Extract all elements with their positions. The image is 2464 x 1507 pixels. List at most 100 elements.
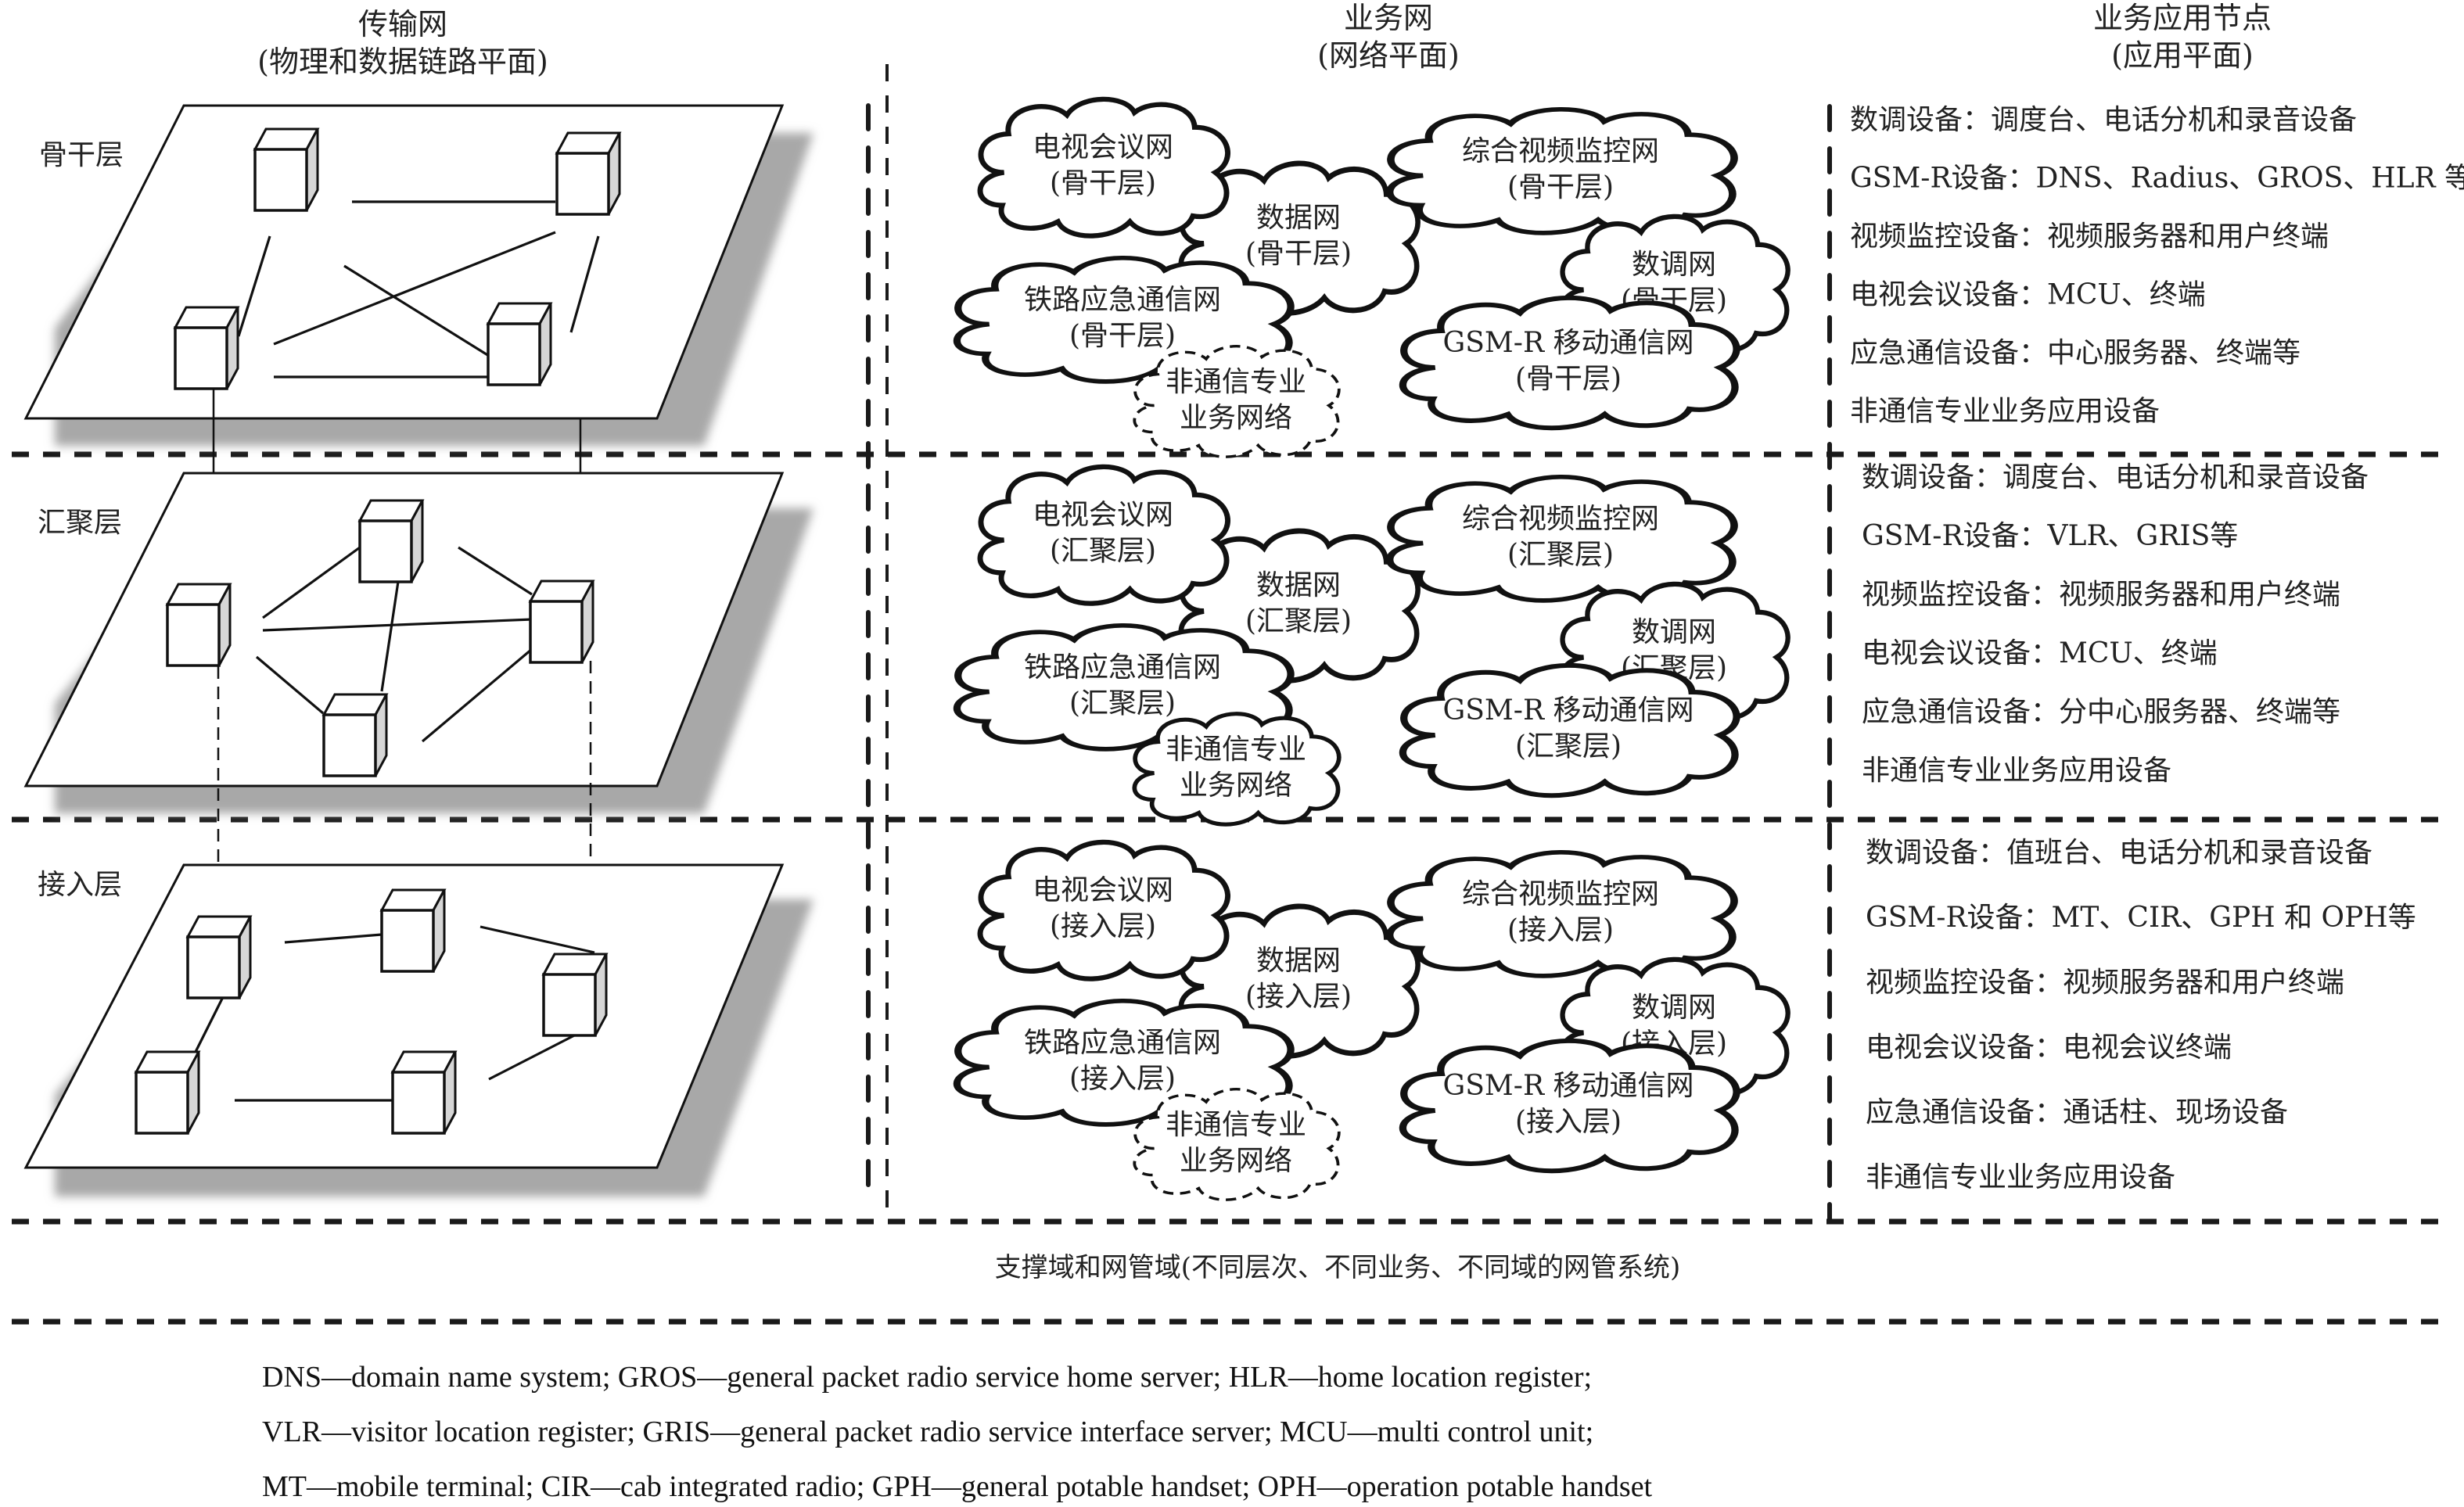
device-aggregation-1: [358, 499, 424, 583]
device-backbone-3: [174, 306, 239, 390]
cloud-gsmr-layer-1: GSM-R 移动通信网 (骨干层): [1403, 298, 1737, 428]
cloud-label: 综合视频监控网: [1462, 135, 1659, 167]
device-backbone-4: [487, 302, 552, 386]
cloud-label: (接入层): [1069, 1063, 1176, 1095]
cloud-label: 综合视频监控网: [1462, 878, 1659, 910]
header-transport: 传输网 (物理和数据链路平面): [257, 7, 548, 79]
header-application-title: 业务应用节点: [2093, 1, 2272, 35]
header-application: 业务应用节点 (应用平面): [2093, 1, 2272, 73]
application-item: 电视会议设备：电视会议终端: [1866, 1032, 2232, 1064]
device-aggregation-4: [322, 693, 388, 777]
header-service-subtitle: (网络平面): [1317, 38, 1460, 73]
cloud-label: 数调网: [1632, 616, 1716, 648]
application-item: GSM-R设备：MT、CIR、GPH 和 OPH等: [1866, 902, 2416, 934]
cloud-label: 电视会议网: [1033, 131, 1173, 163]
cloud-label: 业务网络: [1180, 1145, 1292, 1177]
cloud-label: 铁路应急通信网: [1024, 284, 1221, 316]
cloud-label: (骨干层): [1507, 171, 1614, 203]
cloud-gsmr-layer-3: GSM-R 移动通信网 (接入层): [1403, 1041, 1737, 1171]
support-domain-label: 支撑域和网管域(不同层次、不同业务、不同域的网管系统): [995, 1252, 1681, 1283]
cloud-label: (骨干层): [1515, 363, 1622, 395]
cloud-label: 数据网: [1256, 202, 1341, 234]
cloud-label: 综合视频监控网: [1462, 503, 1659, 535]
cloud-label: 数据网: [1256, 569, 1341, 601]
cloud-label: 业务网络: [1180, 402, 1292, 434]
application-item: 视频监控设备：视频服务器和用户终端: [1862, 579, 2340, 611]
cloud-label: GSM-R 移动通信网: [1443, 327, 1694, 359]
header-service-title: 业务网: [1344, 1, 1433, 35]
cloud-gsmr-layer-2: GSM-R 移动通信网(汇聚层): [1403, 666, 1737, 795]
cloud-video-layer-3: 综合视频监控网 (接入层): [1390, 852, 1734, 976]
layer-label-access: 接入层: [38, 869, 122, 901]
header-application-subtitle: (应用平面): [2111, 38, 2254, 73]
layer-label-aggregation: 汇聚层: [38, 507, 122, 539]
cloud-data-layer-2: 数据网 (汇聚层): [1181, 531, 1418, 680]
cloud-label: (汇聚层): [1050, 535, 1156, 567]
cloud-label: 非通信专业: [1166, 366, 1306, 398]
cloud-emergency-layer-2: 铁路应急通信网(汇聚层): [957, 626, 1291, 749]
cloud-label: (骨干层): [1245, 238, 1352, 270]
cloud-label: 非通信专业: [1166, 1109, 1306, 1141]
cloud-emergency-layer-3: 铁路应急通信网 (接入层): [957, 1001, 1291, 1125]
cloud-label: (接入层): [1050, 910, 1156, 942]
plane-backbone-surface: [23, 104, 785, 420]
cloud-label: 铁路应急通信网: [1024, 1027, 1221, 1059]
cloud-data-layer-1: 数据网 (骨干层): [1181, 163, 1418, 313]
application-item: 视频监控设备：视频服务器和用户终端: [1866, 967, 2344, 999]
cloud-label: (接入层): [1507, 914, 1614, 946]
header-transport-subtitle: (物理和数据链路平面): [257, 45, 548, 79]
application-item: 数调设备：调度台、电话分机和录音设备: [1862, 461, 2369, 493]
service-network-clouds: 数据网(骨干层)电视会议网(骨干层)综合视频监控网(骨干层)数调网(骨干层)铁路…: [957, 99, 1788, 1202]
plane-access: 接入层: [23, 863, 814, 1197]
application-item: 电视会议设备：MCU、终端: [1850, 279, 2206, 311]
device-access-1: [186, 915, 252, 999]
cloud-label: 数调网: [1632, 992, 1716, 1024]
cloud-data-layer-3: 数据网(接入层): [1181, 906, 1418, 1056]
header-service: 业务网 (网络平面): [1317, 1, 1460, 73]
device-backbone-2: [555, 131, 621, 216]
cloud-label: 电视会议网: [1033, 874, 1173, 906]
cloud-emergency-layer-1: 铁路应急通信网(骨干层): [957, 258, 1291, 382]
application-item: 非通信专业业务应用设备: [1862, 755, 2171, 787]
device-backbone-1: [253, 127, 319, 212]
cloud-label: (接入层): [1515, 1106, 1622, 1138]
cloud-tv-layer-1: 电视会议网(骨干层): [980, 99, 1228, 236]
cloud-tv-layer-2: 电视会议网 (汇聚层): [980, 467, 1228, 604]
cloud-label: GSM-R 移动通信网: [1443, 1070, 1694, 1102]
footnote-line-3: MT—mobile terminal; CIR—cab integrated r…: [262, 1470, 1653, 1503]
cloud-video-layer-1: 综合视频监控网 (骨干层): [1390, 109, 1734, 233]
cloud-label: (汇聚层): [1515, 730, 1622, 762]
application-item: 电视会议设备：MCU、终端: [1862, 637, 2218, 669]
device-aggregation-2: [166, 583, 232, 667]
footnote-line-2: VLR—visitor location register; GRIS—gene…: [262, 1416, 1593, 1448]
layer-label-backbone: 骨干层: [39, 139, 124, 171]
application-item: 数调设备：值班台、电话分机和录音设备: [1866, 837, 2372, 869]
footnote-line-1: DNS—domain name system; GROS—general pac…: [262, 1361, 1592, 1394]
cloud-dispatch-layer-3: 数调网(接入层): [1562, 960, 1788, 1096]
device-access-5: [391, 1050, 457, 1135]
application-nodes: 数调设备：调度台、电话分机和录音设备GSM-R设备：DNS、Radius、GRO…: [1850, 104, 2464, 1193]
cloud-video-layer-2: 综合视频监控网 (汇聚层): [1390, 477, 1734, 601]
cloud-label: 电视会议网: [1033, 499, 1173, 531]
plane-backbone: 骨干层: [23, 104, 814, 446]
application-item: 数调设备：调度台、电话分机和录音设备: [1850, 104, 2357, 136]
plane-aggregation-surface: [23, 472, 785, 788]
cloud-dispatch-layer-2: 数调网(汇聚层): [1562, 584, 1788, 721]
application-item: 应急通信设备：中心服务器、终端等: [1850, 337, 2301, 369]
application-item: 非通信专业业务应用设备: [1866, 1161, 2175, 1193]
cloud-label: 铁路应急通信网: [1024, 651, 1221, 684]
application-item: 非通信专业业务应用设备: [1850, 396, 2160, 428]
application-item: 应急通信设备：分中心服务器、终端等: [1862, 696, 2340, 728]
cloud-label: 数据网: [1256, 945, 1341, 977]
cloud-tv-layer-3: 电视会议网 (接入层): [980, 842, 1228, 979]
device-access-3: [542, 953, 608, 1037]
application-item: 应急通信设备：通话柱、现场设备: [1866, 1096, 2288, 1128]
cloud-label: (汇聚层): [1507, 539, 1614, 571]
cloud-label: (汇聚层): [1245, 605, 1352, 637]
device-access-2: [380, 888, 446, 973]
cloud-label: 业务网络: [1180, 770, 1292, 802]
